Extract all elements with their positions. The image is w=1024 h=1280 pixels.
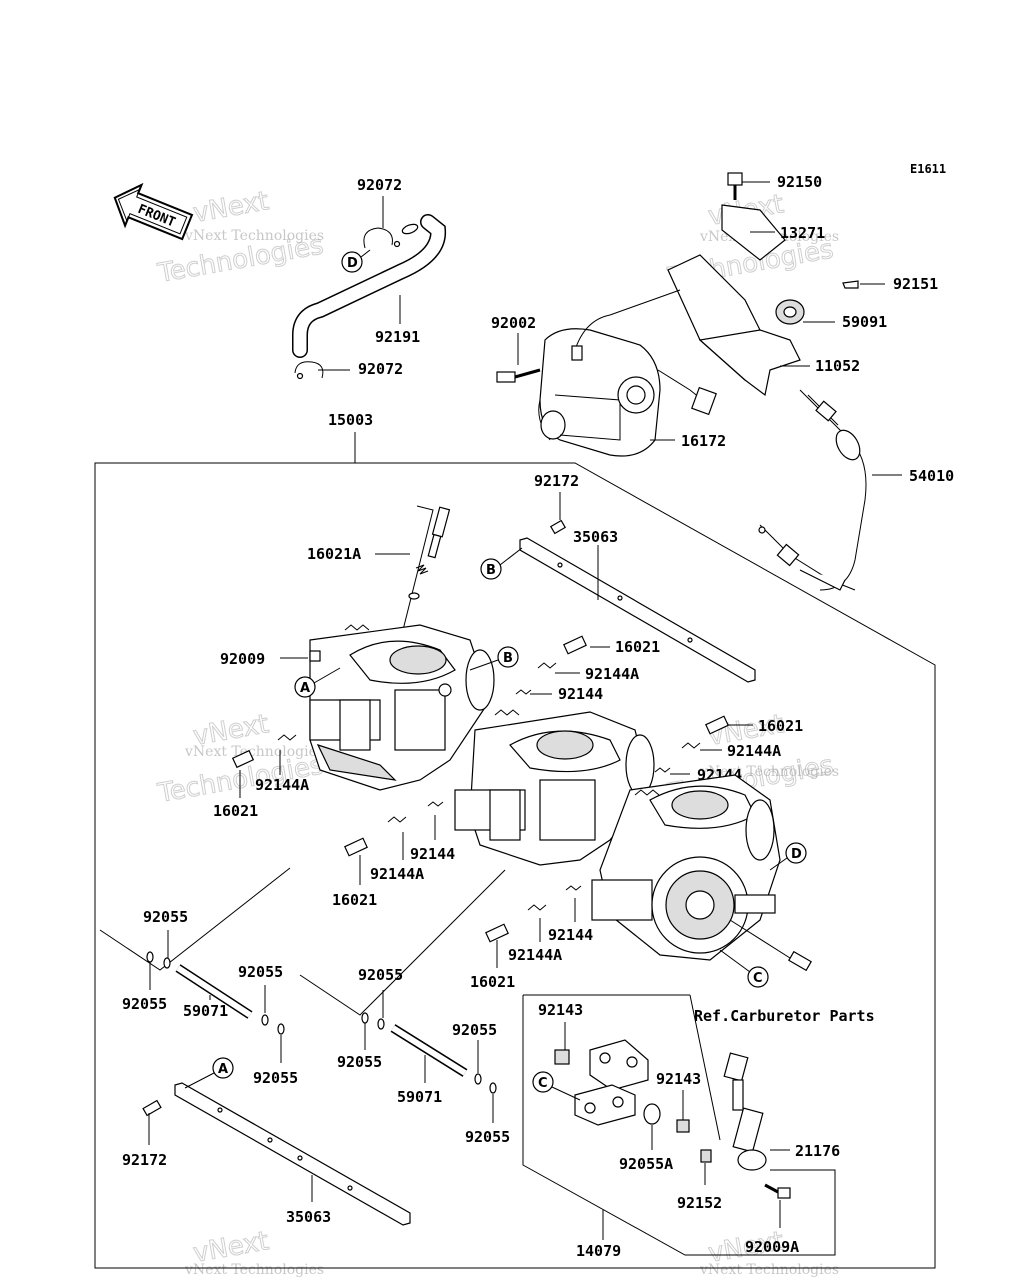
hose-assembly xyxy=(292,214,447,380)
callout-circle xyxy=(212,1057,234,1079)
part-label: 92144A xyxy=(255,776,309,794)
part-label: 92144A xyxy=(370,865,424,883)
callout-d-label: D xyxy=(347,256,358,271)
callout-b-label: B xyxy=(486,563,496,578)
part-label: 16172 xyxy=(681,432,726,450)
watermark-outline-text: vNext xyxy=(191,186,271,229)
shaft-59071-left xyxy=(99,867,291,1035)
part-label: 92055 xyxy=(253,1069,298,1087)
part-label: 92172 xyxy=(534,472,579,490)
part-label: 16021 xyxy=(615,638,660,656)
part-label: 16021 xyxy=(470,973,515,991)
linkage-bar-bottom xyxy=(142,1082,411,1226)
part-label: 35063 xyxy=(573,528,618,546)
assembly-outline-14079 xyxy=(522,994,836,1256)
callout-a-label: A xyxy=(218,1062,228,1077)
callout-circle xyxy=(294,676,316,698)
part-label: 92009A xyxy=(745,1238,799,1256)
part-label: 11052 xyxy=(815,357,860,375)
callout-circle xyxy=(497,646,519,668)
part-label: 92055 xyxy=(465,1128,510,1146)
part-label: 92143 xyxy=(538,1001,583,1019)
part-label: 92144 xyxy=(410,845,455,863)
part-label: 92144 xyxy=(548,926,593,944)
part-label: 16021A xyxy=(307,545,361,563)
callout-circle xyxy=(480,558,502,580)
callout-a-label: A xyxy=(300,681,310,696)
watermark-text: vNext Technologies xyxy=(184,1262,324,1278)
part-label: 92055A xyxy=(619,1155,673,1173)
actuator-assembly xyxy=(496,172,867,591)
part-label: 92002 xyxy=(491,314,536,332)
carburetor-3 xyxy=(591,774,781,961)
watermark-text: vNext Technologies xyxy=(184,228,324,244)
pilot-screw-16021A xyxy=(385,505,451,635)
part-label: 92055 xyxy=(452,1021,497,1039)
callout-circle xyxy=(785,842,807,864)
callout-c-label: C xyxy=(538,1076,548,1091)
part-label: 59071 xyxy=(183,1002,228,1020)
part-label: 92009 xyxy=(220,650,265,668)
part-label: 15003 xyxy=(328,411,373,429)
part-label: 92143 xyxy=(656,1070,701,1088)
part-label: 92055 xyxy=(143,908,188,926)
part-label: 92144A xyxy=(585,665,639,683)
watermark-text: vNext Technologies xyxy=(184,744,324,760)
part-label: 16021 xyxy=(332,891,377,909)
part-label: 92055 xyxy=(337,1053,382,1071)
part-label: 92072 xyxy=(357,176,402,194)
part-label: 13271 xyxy=(780,224,825,242)
part-label: 92172 xyxy=(122,1151,167,1169)
part-label: 59091 xyxy=(842,313,887,331)
part-label: 92150 xyxy=(777,173,822,191)
part-label: 14079 xyxy=(576,1242,621,1260)
part-label: 16021 xyxy=(758,717,803,735)
callout-circle xyxy=(532,1071,554,1093)
watermark-text: vNext Technologies xyxy=(699,1262,839,1278)
part-label: 92191 xyxy=(375,328,420,346)
part-label: 92151 xyxy=(893,275,938,293)
carburetor-1 xyxy=(309,624,495,791)
part-label: 16021 xyxy=(213,802,258,820)
callout-b-label: B xyxy=(503,651,513,666)
linkage-parts-14079 xyxy=(554,1039,791,1199)
part-label: 35063 xyxy=(286,1208,331,1226)
part-label: 92144A xyxy=(508,946,562,964)
part-label: 54010 xyxy=(909,467,954,485)
callout-circle xyxy=(747,966,769,988)
part-label: 92152 xyxy=(677,1194,722,1212)
reference-note: Ref.Carburetor Parts xyxy=(694,1007,875,1025)
shaft-59071-right xyxy=(299,869,506,1094)
part-label: 92055 xyxy=(358,966,403,984)
callout-d-label: D xyxy=(791,847,802,862)
part-label: 92144A xyxy=(727,742,781,760)
part-label: 92055 xyxy=(238,963,283,981)
front-arrow-icon: FRONT xyxy=(113,182,194,241)
bolt-spring-set-3 xyxy=(485,885,582,943)
part-label: 92144 xyxy=(558,685,603,703)
assembly-outline-15003 xyxy=(94,432,936,1269)
diagram-id: E1611 xyxy=(910,162,946,176)
bolt-spring-set-2 xyxy=(344,715,729,857)
bolt-spring-set-1 xyxy=(231,635,587,769)
part-label: 21176 xyxy=(795,1142,840,1160)
part-label: 92055 xyxy=(122,995,167,1013)
callout-c-label: C xyxy=(753,971,763,986)
part-label: 92072 xyxy=(358,360,403,378)
part-label: 59071 xyxy=(397,1088,442,1106)
callout-circle xyxy=(341,251,363,273)
linkage-bar-top xyxy=(519,519,756,683)
carburetor-2 xyxy=(454,709,655,866)
